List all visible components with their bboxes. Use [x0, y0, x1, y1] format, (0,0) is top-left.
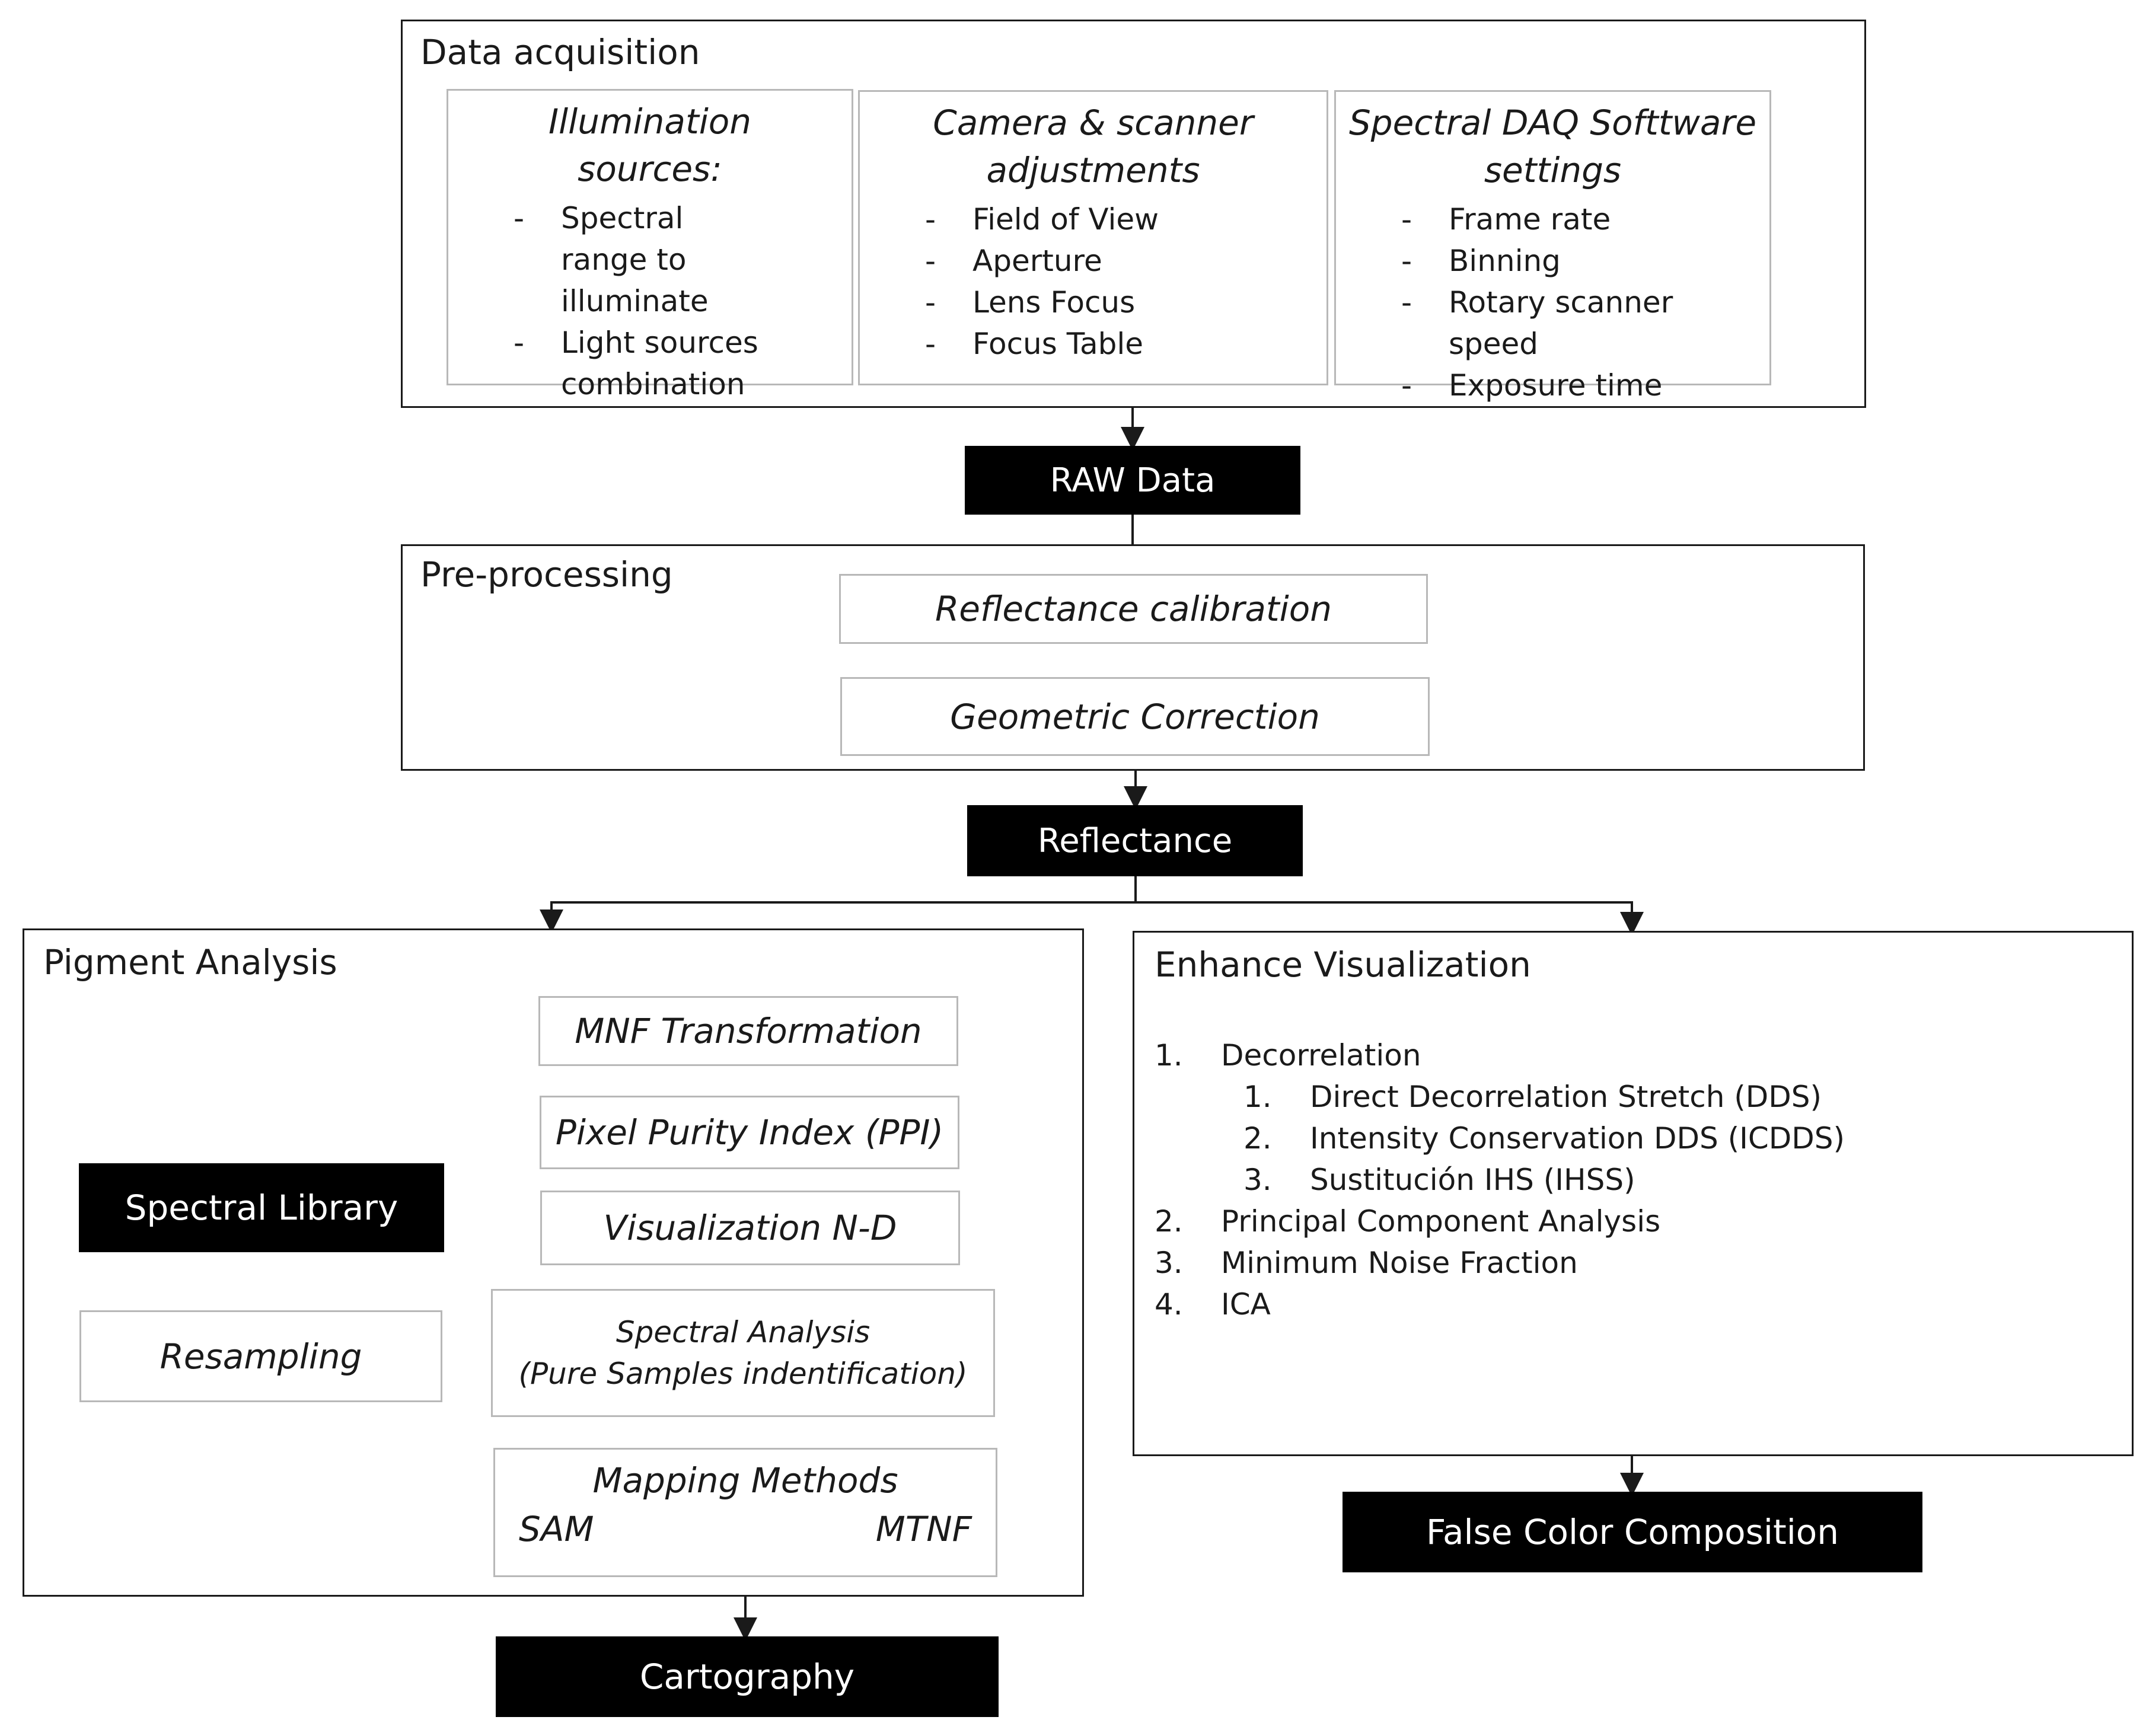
list-item: Frame rate [1395, 199, 1769, 240]
mnf-transformation-step: MNF Transformation [538, 996, 958, 1066]
arrow-reflectance-branch [540, 876, 1137, 933]
list-item: 1. Direct Decorrelation Stretch (DDS) [1243, 1080, 1822, 1114]
list-item: Field of View [919, 199, 1326, 240]
camera-scanner-list: Field of View Aperture Lens Focus Focus … [919, 199, 1326, 365]
arrow-reflectance-branch-right [1136, 901, 1644, 936]
list-item: 2. Principal Component Analysis [1155, 1204, 1661, 1239]
mapping-methods-title: Mapping Methods [592, 1460, 898, 1501]
illumination-sources-list: Spectral range to illuminate Light sourc… [508, 197, 852, 405]
data-acquisition-title: Data acquisition [420, 32, 700, 72]
enhance-visualization-title: Enhance Visualization [1155, 944, 1531, 985]
list-item: Light sources combination [508, 322, 774, 405]
list-item: Rotary scanner speed [1395, 282, 1769, 365]
daq-software-list: Frame rate Binning Rotary scanner speed … [1395, 199, 1769, 406]
daq-software-panel: Spectral DAQ Softtware settings Frame ra… [1334, 90, 1771, 406]
illumination-sources-title: Illumination sources: [548, 101, 752, 189]
list-item: Focus Table [919, 323, 1326, 365]
daq-software-title: Spectral DAQ Softtware settings [1348, 103, 1757, 190]
raw-data-node: RAW Data [965, 446, 1300, 515]
spectral-analysis-sublabel: (Pure Samples indentification) [518, 1357, 968, 1391]
visualization-nd-step: Visualization N-D [540, 1191, 960, 1265]
reflectance-node: Reflectance [967, 805, 1303, 876]
list-item: Exposure time [1395, 365, 1769, 406]
spectral-analysis-label: Spectral Analysis [616, 1315, 870, 1349]
false-color-composition-node: False Color Composition [1343, 1492, 1922, 1572]
list-item: 1. Decorrelation [1155, 1038, 1421, 1073]
geometric-correction-step: Geometric Correction [840, 677, 1430, 756]
spectral-library-node: Spectral Library [79, 1163, 444, 1252]
pixel-purity-index-step: Pixel Purity Index (PPI) [540, 1096, 959, 1169]
pigment-analysis-title: Pigment Analysis [43, 942, 337, 982]
illumination-sources-panel: Illumination sources: Spectral range to … [447, 89, 853, 401]
list-item: Aperture [919, 240, 1326, 282]
cartography-node: Cartography [496, 1636, 999, 1717]
mapping-method-mtnf: MTNF [875, 1509, 972, 1549]
camera-scanner-title: Camera & scanner adjustments [933, 103, 1254, 190]
mapping-method-sam: SAM [519, 1509, 594, 1549]
reflectance-calibration-step: Reflectance calibration [839, 574, 1428, 644]
list-item: Binning [1395, 240, 1769, 282]
camera-scanner-panel: Camera & scanner adjustments Field of Vi… [858, 90, 1328, 385]
list-item: 3. Sustitución IHS (IHSS) [1243, 1163, 1635, 1197]
mapping-methods-step: Mapping Methods SAM MTNF [493, 1448, 997, 1577]
spectral-analysis-step: Spectral Analysis (Pure Samples indentif… [491, 1289, 995, 1417]
list-item: Spectral range to illuminate [508, 197, 774, 322]
list-item: Lens Focus [919, 282, 1326, 323]
list-item: 2. Intensity Conservation DDS (ICDDS) [1243, 1121, 1845, 1156]
list-item: 3. Minimum Noise Fraction [1155, 1246, 1578, 1280]
enhance-visualization-list: 1. Decorrelation 1. Direct Decorrelation… [1155, 1035, 2044, 1325]
resampling-step: Resampling [79, 1310, 442, 1402]
list-item: 4. ICA [1155, 1287, 1271, 1322]
enhance-visualization-frame: Enhance Visualization 1. Decorrelation 1… [1133, 931, 2134, 1456]
preprocessing-title: Pre-processing [420, 554, 673, 595]
